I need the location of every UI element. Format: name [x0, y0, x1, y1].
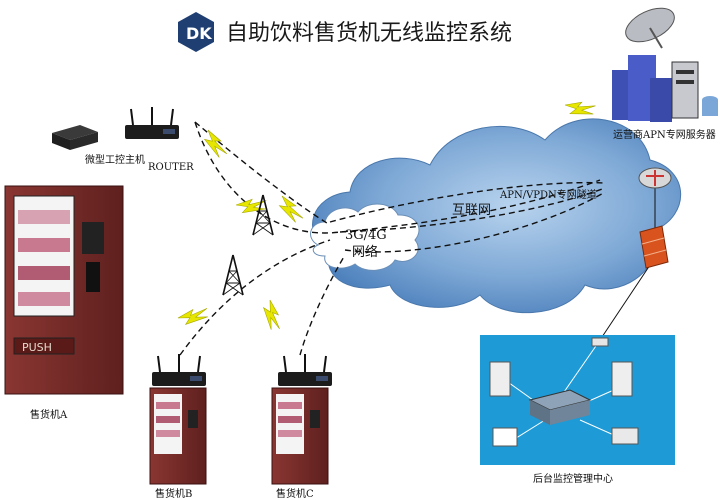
firewall-icon — [639, 225, 669, 269]
vending-a-label: 售货机A — [30, 408, 68, 421]
router-icon — [277, 353, 333, 387]
network-label-line1: 3G/4G — [345, 228, 387, 243]
wireless-signal-icon — [200, 129, 233, 160]
apn-server-label: 运营商APN专网服务器 — [613, 128, 716, 141]
vending-machine-c — [271, 387, 329, 485]
tunnel-label: APN/VPDN专网隧道 — [499, 188, 597, 201]
vending-machine-b — [149, 387, 207, 485]
core-router-icon — [638, 167, 672, 189]
logo-text: DK — [186, 24, 212, 43]
backend-center-label: 后台监控管理中心 — [533, 472, 613, 485]
cell-tower-icon — [222, 254, 244, 296]
push-label: PUSH — [22, 341, 52, 354]
vending-machine-a: PUSH — [4, 185, 124, 395]
server-building-icon — [612, 55, 718, 122]
industrial-pc-icon — [52, 125, 98, 150]
satellite-dish-icon — [625, 7, 675, 49]
cell-tower-icon — [252, 194, 274, 236]
wireless-signal-icon — [255, 299, 291, 334]
wireless-signal-icon — [177, 297, 212, 333]
vending-c-label: 售货机C — [276, 487, 314, 500]
wireless-signal-icon — [276, 195, 308, 225]
internet-label: 互联网 — [452, 203, 491, 218]
diagram-title: 自助饮料售货机无线监控系统 — [226, 21, 512, 46]
header-logo: DK — [178, 12, 214, 52]
router-label: ROUTER — [148, 162, 194, 173]
router-icon — [151, 353, 207, 387]
network-label-line2: 网络 — [352, 244, 378, 260]
industrial-pc-label: 微型工控主机 — [85, 153, 145, 166]
router-icon — [124, 106, 180, 140]
backend-center-panel — [480, 335, 675, 465]
vending-b-label: 售货机B — [155, 487, 192, 500]
internet-cloud — [312, 118, 682, 314]
mobile-network-cloud — [310, 203, 420, 271]
